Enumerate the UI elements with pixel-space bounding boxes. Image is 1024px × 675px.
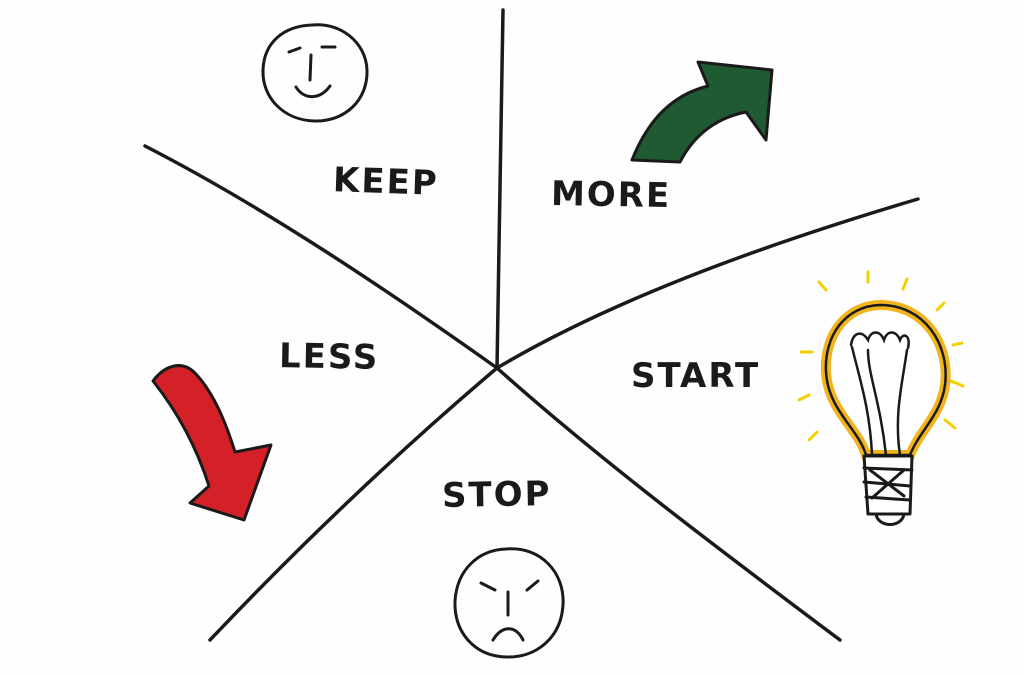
label-more: MORE (550, 173, 672, 217)
label-less: LESS (278, 336, 380, 378)
down-arrow-icon (151, 364, 273, 522)
lightbulb-icon (797, 270, 965, 526)
angry-face-icon (453, 547, 565, 659)
divider-line-top (495, 8, 505, 370)
divider-line-bottom-right (495, 366, 842, 642)
up-arrow-icon (630, 60, 774, 164)
divider-lines (143, 8, 920, 642)
divider-line-top-left (143, 144, 499, 370)
label-start: START (631, 356, 761, 396)
divider-line-right (495, 197, 920, 370)
label-stop: STOP (441, 474, 552, 516)
smiley-face-icon (261, 23, 369, 123)
divider-line-bottom-left (208, 366, 499, 642)
label-keep: KEEP (332, 160, 440, 204)
